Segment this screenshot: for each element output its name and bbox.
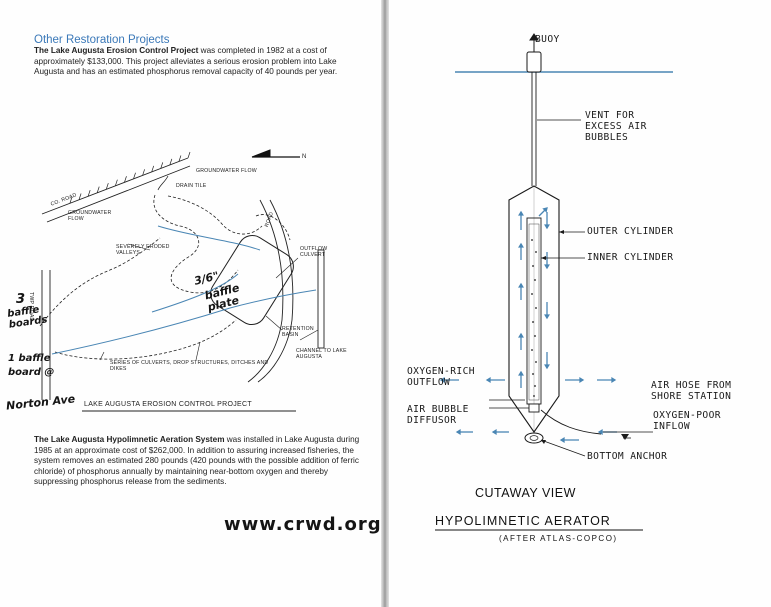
aeration-system-paragraph: The Lake Augusta Hypolimnetic Aeration S… xyxy=(34,435,364,488)
caption-cutaway-view: CUTAWAY VIEW xyxy=(475,486,576,500)
handwriting-one-baffle: 1 baffle board @ xyxy=(8,353,55,378)
township-road xyxy=(41,270,51,400)
label-outflow-culvert: OUTFLOW CULVERT xyxy=(300,246,328,258)
handwriting-3: 3 xyxy=(16,292,26,307)
county-road xyxy=(41,157,191,223)
label-retention-basin: RETENTION BASIN xyxy=(282,326,314,338)
air-hose xyxy=(540,409,602,435)
label-groundwater-flow-left: GROUNDWATER FLOW xyxy=(68,210,112,222)
section-heading: Other Restoration Projects xyxy=(34,34,170,46)
erosion-project-text: was completed in 1982 at a cost of appro… xyxy=(34,46,338,77)
website-handwriting: www.crwd.org xyxy=(224,514,382,535)
retention-basin xyxy=(210,234,294,326)
flow-arrows xyxy=(439,207,617,443)
label-drain-tile: DRAIN TILE xyxy=(176,183,207,189)
eroded-valleys xyxy=(39,194,291,360)
label-air-hose: AIR HOSE FROM SHORE STATION xyxy=(651,380,732,402)
label-channel: CHANNEL TO LAKE AUGUSTA xyxy=(296,348,347,360)
erosion-project-title: The Lake Augusta Erosion Control Project xyxy=(34,46,199,55)
road-curve xyxy=(247,199,294,383)
label-severely-eroded: SEVERELY ERODED VALLEYS xyxy=(116,244,170,256)
left-page: Other Restoration Projects The Lake Augu… xyxy=(0,0,383,607)
air-bubble-diffusor xyxy=(528,403,540,413)
caption-title: HYPOLIMNETIC AERATOR xyxy=(435,514,611,528)
label-groundwater-flow-top: GROUNDWATER FLOW xyxy=(196,168,257,174)
map-caption: LAKE AUGUSTA EROSION CONTROL PROJECT xyxy=(84,401,252,408)
bottom-anchor xyxy=(524,432,544,444)
vent-pipe xyxy=(531,72,537,186)
label-oxygen-poor: OXYGEN-POOR INFLOW xyxy=(653,410,721,432)
right-page: BUOY VENT FOR EXCESS AIR BUBBLES OUTER C… xyxy=(389,0,771,607)
label-vent: VENT FOR EXCESS AIR BUBBLES xyxy=(585,110,647,143)
aeration-system-title: The Lake Augusta Hypolimnetic Aeration S… xyxy=(34,435,225,444)
flow-lines xyxy=(51,225,317,355)
pointer-arrowheads xyxy=(541,230,629,444)
north-arrow-icon xyxy=(251,149,300,158)
label-outer-cylinder: OUTER CYLINDER xyxy=(587,226,674,237)
label-culverts: SERIES OF CULVERTS, DROP STRUCTURES, DIT… xyxy=(110,360,269,372)
page-gutter xyxy=(381,0,390,607)
label-bottom-anchor: BOTTOM ANCHOR xyxy=(587,451,668,462)
aeration-system-text: was installed in Lake Augusta during 198… xyxy=(34,435,360,487)
erosion-project-paragraph: The Lake Augusta Erosion Control Project… xyxy=(34,46,364,78)
pointer-lines xyxy=(99,243,319,361)
erosion-control-map xyxy=(39,149,325,412)
channel xyxy=(317,249,325,349)
diagram-pointers xyxy=(489,119,653,457)
label-buoy: BUOY xyxy=(535,34,560,45)
label-inner-cylinder: INNER CYLINDER xyxy=(587,252,674,263)
road-hatch xyxy=(69,151,191,204)
label-north: N xyxy=(302,154,307,160)
drain-tile xyxy=(157,175,169,191)
label-oxygen-rich: OXYGEN-RICH OUTFLOW xyxy=(407,366,475,388)
aerator-diagram xyxy=(435,33,673,531)
air-bubbles xyxy=(531,239,537,397)
buoy-icon xyxy=(526,33,542,73)
caption-source: (AFTER ATLAS-COPCO) xyxy=(499,534,618,543)
label-air-bubble-diffusor: AIR BUBBLE DIFFUSOR xyxy=(407,404,469,426)
